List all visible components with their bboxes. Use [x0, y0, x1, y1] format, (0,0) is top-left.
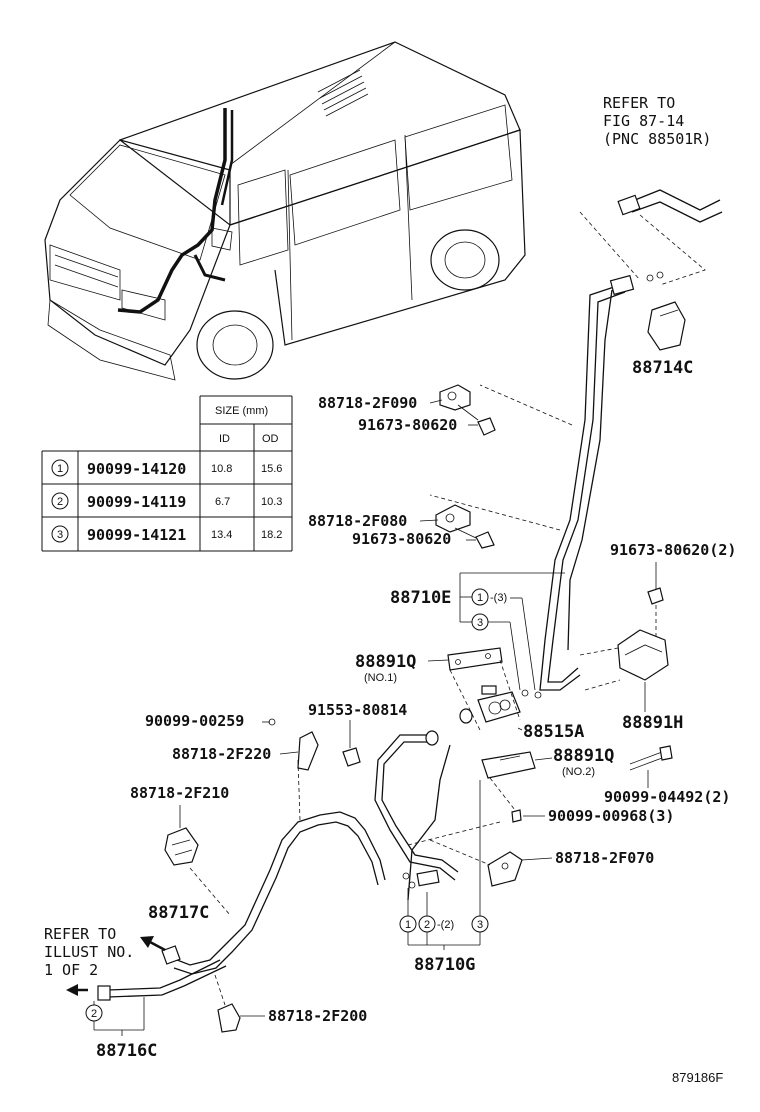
screw-90099-00968: 90099-00968(3) — [489, 777, 674, 825]
pipe-88710G — [374, 730, 501, 901]
refer-top-line3: (PNC 88501R) — [603, 130, 711, 148]
callout-88710E: 88710E 1 -(3) 3 — [390, 572, 565, 699]
table-row-num: 1 — [57, 463, 63, 475]
clamp-88718-2F200: 88718-2F200 — [214, 974, 367, 1033]
table-row-id: 13.4 — [211, 529, 232, 541]
label-88718-2F070: 88718-2F070 — [555, 849, 654, 867]
clamp-88718-2F070: 88718-2F070 — [487, 849, 654, 887]
table-row-num: 3 — [57, 529, 63, 541]
label-90099-00968: 90099-00968(3) — [548, 807, 674, 825]
label-91673-80620-2: 91673-80620(2) — [610, 541, 736, 559]
pipe-88716C — [97, 959, 227, 1001]
figure-id: 879186F — [672, 1070, 723, 1085]
label-88718-2F080: 88718-2F080 — [308, 512, 407, 530]
hose-size-table: SIZE (mm) ID OD 1 90099-14120 10.8 15.6 … — [41, 395, 293, 552]
label-91673-80620-b: 91673-80620 — [352, 530, 451, 548]
label-88718-2F210: 88718-2F210 — [130, 784, 229, 802]
refer-bottom-line2: ILLUST NO. — [44, 943, 134, 961]
label-88891Q-1: 88891Q — [355, 652, 416, 672]
bolt-90099-04492: 90099-04492(2) — [604, 745, 730, 806]
table-row: 3 90099-14121 13.4 18.2 — [51, 525, 282, 544]
clamp-88718-2F090: 88718-2F090 91673-80620 — [318, 384, 496, 436]
label-90099-04492: 90099-04492(2) — [604, 788, 730, 806]
label-88717C: 88717C — [148, 903, 209, 923]
label-88515A: 88515A — [523, 722, 584, 742]
clamp-88718-2F210: 88718-2F210 — [130, 784, 231, 916]
refer-bottom-line1: REFER TO — [44, 925, 116, 943]
table-row-part: 90099-14121 — [87, 526, 186, 544]
table-row-part: 90099-14119 — [87, 493, 186, 511]
callout-1-b: 1 — [405, 919, 411, 931]
callout-2-b: 2 — [424, 919, 430, 931]
arrow-left-icon — [140, 936, 166, 952]
label-88714C: 88714C — [632, 358, 693, 378]
part-88891Q-no1: 88891Q (NO.1) — [355, 647, 503, 684]
callout-88710G: 1 2 -(2) 3 88710G — [399, 780, 489, 975]
callout-2-c: 2 — [91, 1008, 97, 1020]
table-row-id: 10.8 — [211, 463, 232, 475]
table-row-num: 2 — [57, 496, 63, 508]
part-88891Q-no2: 88891Q (NO.2) — [481, 746, 614, 779]
table-row-part: 90099-14120 — [87, 460, 186, 478]
table-header-id: ID — [219, 433, 230, 445]
label-90099-00259: 90099-00259 — [145, 712, 244, 730]
refer-bottom-line3: 1 OF 2 — [44, 961, 98, 979]
label-no2: (NO.2) — [562, 766, 595, 778]
label-91673-80620-a: 91673-80620 — [358, 416, 457, 434]
table-row-od: 18.2 — [261, 529, 282, 541]
label-88718-2F200: 88718-2F200 — [268, 1007, 367, 1025]
pipe-88710E — [429, 274, 635, 691]
upper-pipe-connection — [579, 189, 723, 286]
part-88891H: 88891H — [579, 629, 683, 733]
bolts-upper-left: 90099-00259 91553-80814 88718-2F220 — [145, 701, 407, 771]
arrow-left-icon — [66, 984, 88, 996]
refer-note-top: REFER TO FIG 87-14 (PNC 88501R) — [603, 94, 711, 148]
label-91553-80814: 91553-80814 — [308, 701, 407, 719]
callout-1: 1 — [477, 592, 483, 604]
label-88718-2F090: 88718-2F090 — [318, 394, 417, 412]
roof-vent — [317, 69, 369, 117]
part-88714C: 88714C — [632, 301, 693, 378]
label-88710G: 88710G — [414, 955, 475, 975]
table-row: 1 90099-14120 10.8 15.6 — [51, 459, 282, 478]
label-88716C: 88716C — [96, 1041, 157, 1061]
van-illustration — [44, 41, 526, 381]
table-row-od: 10.3 — [261, 496, 282, 508]
table-header-size: SIZE (mm) — [215, 405, 268, 417]
callout-3: 3 — [477, 617, 483, 629]
callout-88716C: 2 88716C — [85, 997, 157, 1061]
callout-3-b: 3 — [477, 919, 483, 931]
label-88718-2F220: 88718-2F220 — [172, 745, 271, 763]
label-no1: (NO.1) — [364, 672, 397, 684]
part-88515A: 88515A — [449, 659, 584, 742]
callout-3-paren: -(3) — [490, 592, 507, 604]
table-row-od: 15.6 — [261, 463, 282, 475]
refer-top-line1: REFER TO — [603, 94, 675, 112]
table-row: 2 90099-14119 6.7 10.3 — [51, 492, 282, 511]
table-header-od: OD — [262, 433, 279, 445]
label-88891H: 88891H — [622, 713, 683, 733]
label-88710E: 88710E — [390, 588, 451, 608]
table-row-id: 6.7 — [215, 496, 230, 508]
callout-2-paren: -(2) — [437, 919, 454, 931]
label-88891Q-2: 88891Q — [553, 746, 614, 766]
refer-note-bottom: REFER TO ILLUST NO. 1 OF 2 — [44, 925, 166, 996]
bolt-91673-80620: 91673-80620(2) — [610, 541, 736, 640]
clamp-88718-2F080: 88718-2F080 91673-80620 — [308, 504, 495, 549]
refer-top-line2: FIG 87-14 — [603, 112, 684, 130]
pipe-88717C: 88717C — [148, 759, 386, 975]
